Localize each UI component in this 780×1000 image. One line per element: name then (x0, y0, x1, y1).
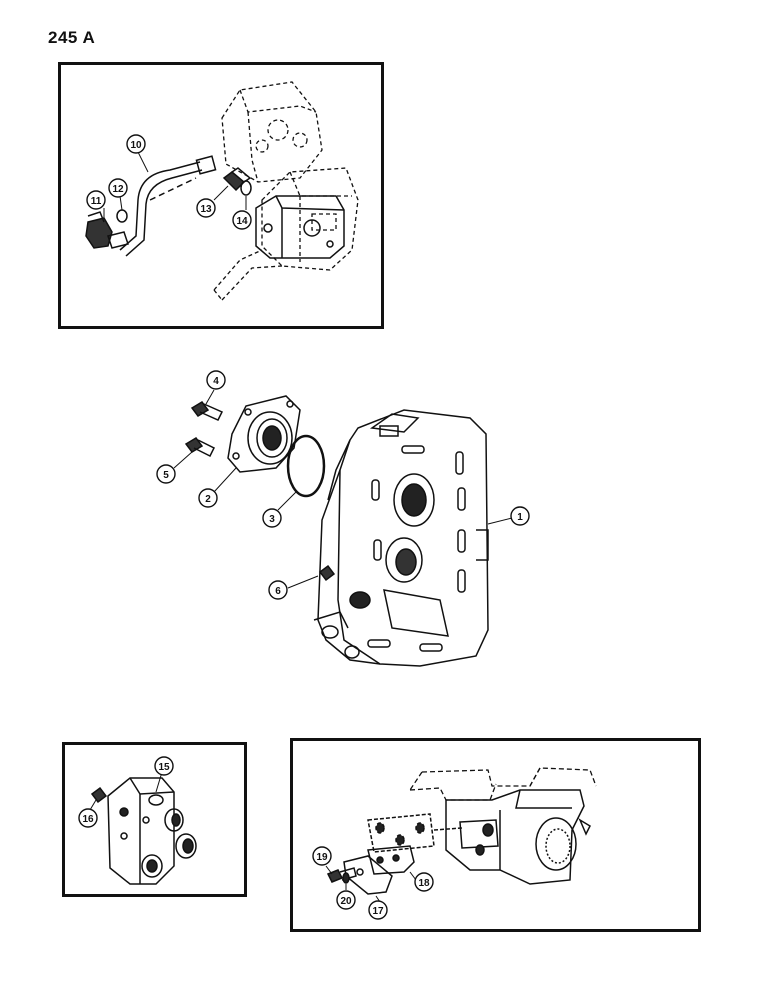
pump-body (255, 195, 345, 259)
o-ring-14 (240, 180, 252, 196)
page-number: 245 A (48, 28, 96, 47)
svg-text:12: 12 (112, 184, 124, 195)
callout-10: 10 (126, 134, 146, 154)
bracket-plate (367, 813, 463, 853)
phantom-transmission (409, 767, 597, 801)
callout-12: 12 (108, 178, 128, 198)
svg-text:14: 14 (236, 216, 248, 227)
callout-15: 15 (154, 756, 174, 776)
svg-text:15: 15 (158, 762, 170, 773)
svg-text:13: 13 (200, 204, 212, 215)
transmission-housing (445, 789, 591, 885)
callout-3: 3 (262, 508, 282, 528)
svg-text:2: 2 (205, 494, 211, 505)
callout-16: 16 (78, 808, 98, 828)
svg-text:11: 11 (91, 196, 102, 207)
phantom-housing-upper (221, 81, 323, 183)
housing-1 (313, 409, 513, 667)
plug-6 (287, 564, 336, 589)
callout-17: 17 (368, 900, 388, 920)
callout-13: 13 (196, 198, 216, 218)
callout-20: 20 (336, 890, 356, 910)
o-ring-3 (277, 434, 326, 511)
svg-text:3: 3 (269, 514, 275, 525)
phantom-housing-lower (213, 167, 359, 301)
svg-text:10: 10 (130, 140, 142, 151)
bracket-18 (367, 845, 417, 881)
tube-10 (119, 155, 217, 257)
svg-text:4: 4 (213, 376, 219, 387)
svg-text:18: 18 (418, 878, 430, 889)
svg-text:6: 6 (275, 586, 281, 597)
svg-text:16: 16 (82, 814, 94, 825)
callout-4: 4 (206, 370, 226, 390)
svg-text:5: 5 (163, 470, 169, 481)
callout-11: 11 (86, 190, 106, 210)
valve-body-15 (107, 771, 197, 885)
svg-text:20: 20 (340, 896, 352, 907)
callout-18: 18 (414, 872, 434, 892)
svg-text:1: 1 (517, 512, 523, 523)
callout-19: 19 (312, 846, 332, 866)
bolt-4 (190, 389, 224, 421)
svg-text:19: 19 (316, 852, 328, 863)
callout-1: 1 (510, 506, 530, 526)
callout-6: 6 (268, 580, 288, 600)
callout-14: 14 (232, 210, 252, 230)
bolt-5 (173, 437, 216, 469)
cover-2 (213, 395, 301, 493)
leaders-top (103, 151, 247, 218)
o-ring-12 (116, 209, 128, 223)
callout-5: 5 (156, 464, 176, 484)
washer-20 (342, 872, 350, 890)
callout-2: 2 (198, 488, 218, 508)
plug-16 (89, 786, 108, 811)
inset-panel-bracket (290, 738, 701, 932)
elbow-fitting-11 (85, 211, 129, 249)
svg-text:17: 17 (372, 906, 384, 917)
